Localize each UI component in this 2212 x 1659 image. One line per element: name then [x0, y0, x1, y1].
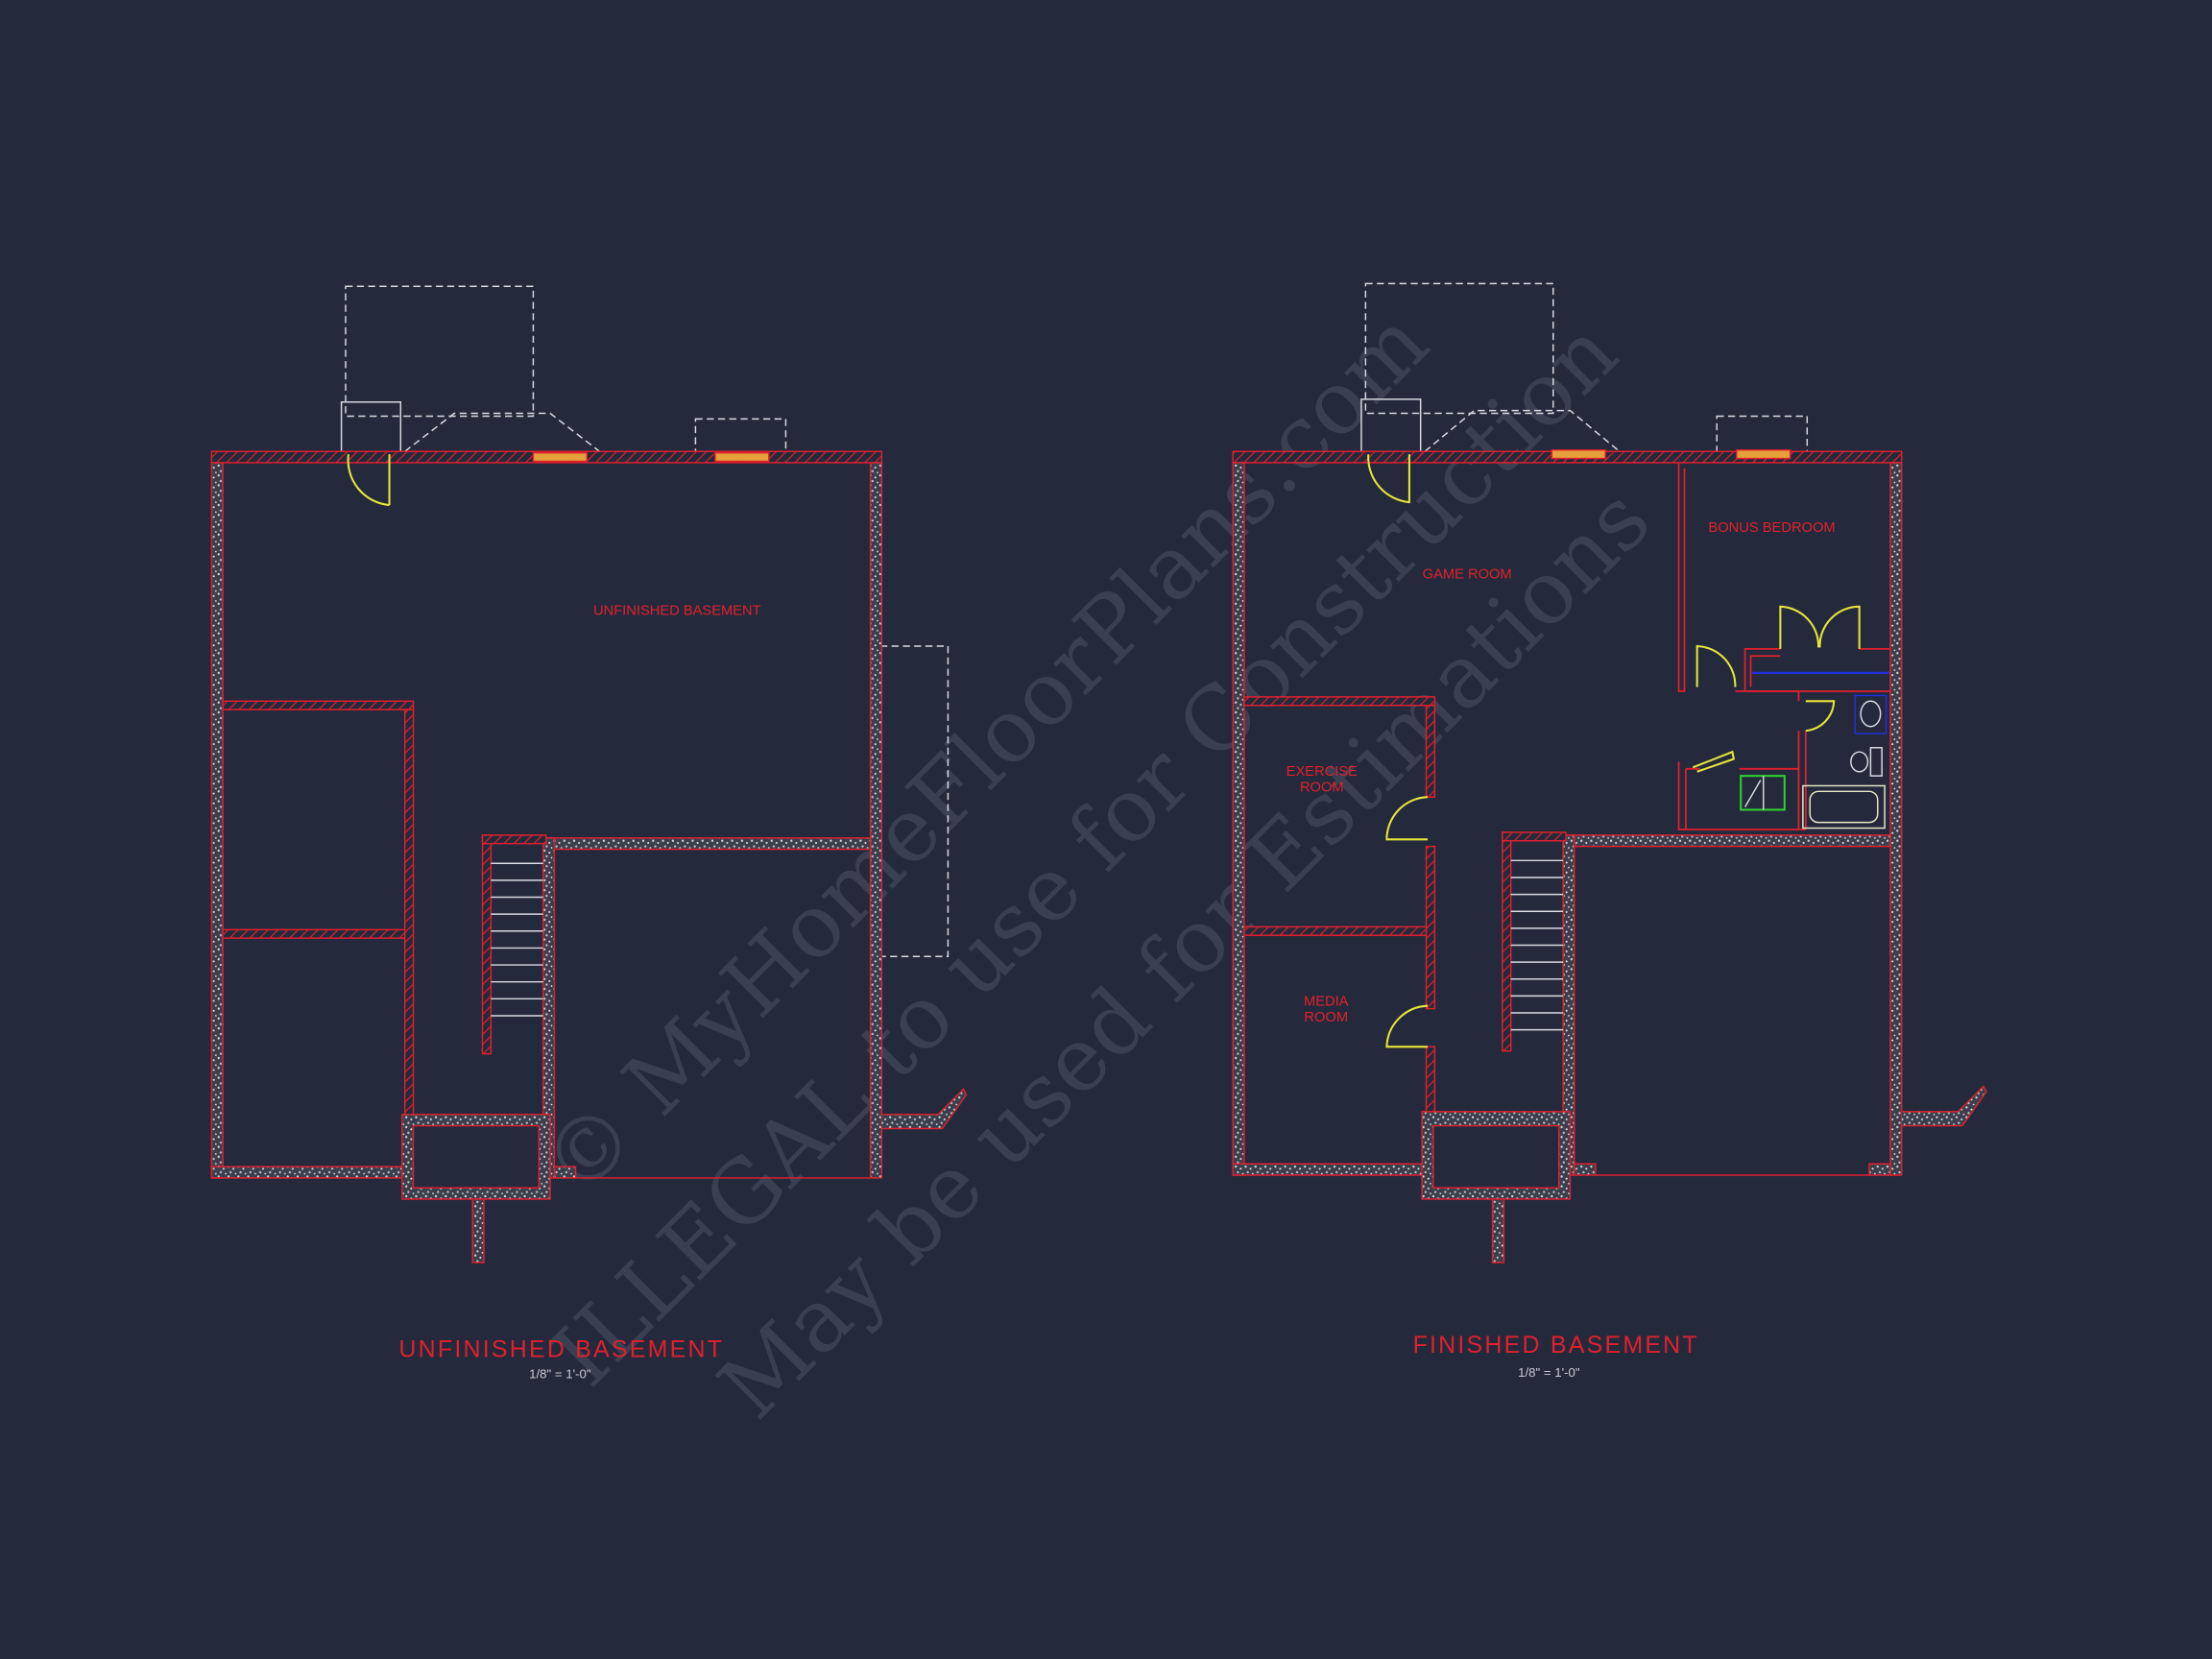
room-label: UNFINISHED BASEMENT: [593, 604, 761, 619]
foundation-wall-mid: [1565, 834, 1891, 848]
window-well: [401, 1114, 551, 1200]
window: [1551, 449, 1606, 460]
room-label-exercise: EXERCISE: [1286, 764, 1358, 780]
room-label-media-room: ROOM: [1304, 1010, 1348, 1025]
bedroom-bath-partitions: [1677, 462, 1890, 830]
window: [714, 451, 770, 463]
vanity: [1854, 694, 1887, 734]
toilet-tank: [1869, 747, 1883, 777]
foundation-wall-left: [1232, 462, 1245, 1176]
door-swings: [1367, 454, 1861, 1048]
garage-step: [1901, 1085, 1987, 1127]
interior-wall: [1425, 704, 1436, 798]
sink-icon: [1860, 700, 1882, 728]
plan-title: FINISHED BASEMENT: [1413, 1332, 1699, 1358]
window: [532, 451, 588, 463]
interior-wall: [1425, 1046, 1436, 1118]
door-swing: [347, 454, 391, 507]
room-label-media: MEDIA: [1304, 995, 1349, 1010]
plan-scale: 1/8" = 1'-0": [1518, 1365, 1580, 1380]
foundation-wall-bottom: [1232, 1163, 1431, 1176]
plan-title: UNFINISHED BASEMENT: [398, 1336, 724, 1363]
watermark-line-2: ILLEGAL to use for Construction: [533, 301, 1637, 1406]
window: [1736, 449, 1791, 460]
room-label-exercise-room: ROOM: [1300, 780, 1344, 795]
foundation-stem: [1491, 1198, 1505, 1263]
toilet-icon: [1850, 751, 1869, 773]
shower-diagonal: [1743, 780, 1762, 807]
foundation-wall-mid: [546, 837, 872, 851]
foundation-wall-right: [869, 462, 883, 1179]
plan-scale: 1/8" = 1'-0": [529, 1367, 591, 1382]
interior-wall: [222, 928, 410, 939]
stairs: [481, 834, 547, 1055]
foundation-wall-left: [210, 462, 224, 1179]
media-room-wall: [1243, 926, 1433, 936]
exercise-room-wall: [1243, 696, 1436, 707]
bathtub-inner: [1809, 790, 1879, 824]
garage-step: [881, 1088, 968, 1130]
foundation-stem: [471, 1198, 485, 1263]
unfinished-basement-plan: UNFINISHED BASEMENT UNFINISHED BASEMENT …: [210, 285, 968, 1382]
foundation-wall-bottom: [210, 1166, 410, 1179]
interior-wall: [403, 709, 415, 1119]
watermark-line-1: © MyHomeFloorPlans.com: [523, 292, 1448, 1216]
room-label-game-room: GAME ROOM: [1423, 566, 1512, 582]
finished-basement-plan: GAME ROOM BONUS BEDROOM EXERCISE ROOM ME…: [1232, 282, 1987, 1380]
foundation-wall-bottom-3: [1868, 1163, 1891, 1176]
interior-wall: [1425, 845, 1436, 1010]
porch-outline: [340, 401, 402, 455]
window-well: [1421, 1111, 1572, 1200]
stairs: [1502, 831, 1567, 1052]
room-label-bonus-bedroom: BONUS BEDROOM: [1708, 520, 1835, 536]
interior-wall: [222, 700, 415, 710]
watermark: © MyHomeFloorPlans.com ILLEGAL to use fo…: [523, 292, 1670, 1438]
foundation-wall-right: [1889, 462, 1903, 1176]
bathtub-icon: [1802, 784, 1886, 830]
